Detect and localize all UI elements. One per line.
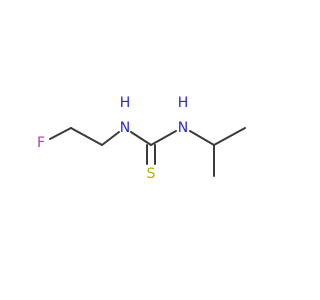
sulfur-atom-label: S <box>147 166 156 182</box>
bond-f-c1 <box>49 127 72 140</box>
molecule-diagram: F N H N H S <box>37 95 246 182</box>
structure-canvas: F N H N H S <box>36 95 246 182</box>
bond-ch-me-up <box>213 127 246 146</box>
bond-n-left-c-thio <box>130 131 152 146</box>
bond-c1-c2 <box>70 127 103 146</box>
nitrogen-right-atom-label: N <box>178 120 188 136</box>
bond-n-right-ch <box>189 130 215 146</box>
fluorine-atom-label: F <box>37 135 45 151</box>
nitrogen-left-atom-label: N <box>120 120 130 136</box>
nitrogen-left-hydrogen-label: H <box>120 95 131 111</box>
bond-c2-n-left <box>101 131 120 146</box>
nitrogen-right-hydrogen-label: H <box>178 95 189 111</box>
bond-c-thio-n-right <box>150 130 177 146</box>
